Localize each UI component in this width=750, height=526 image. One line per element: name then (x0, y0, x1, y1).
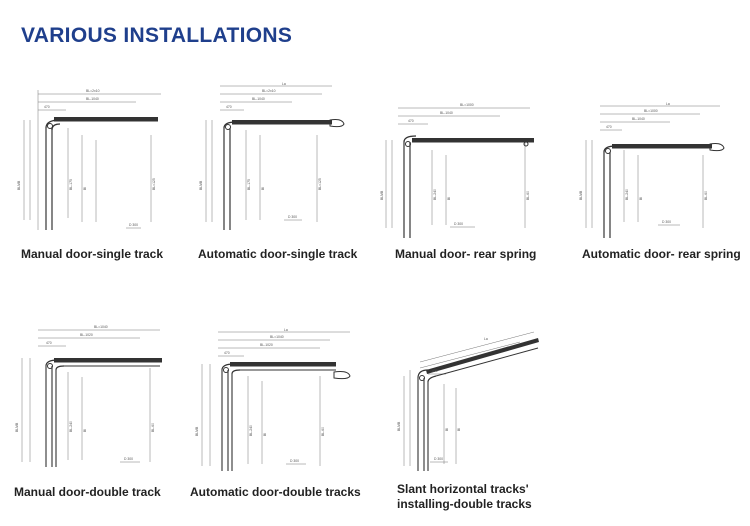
dim-top-2: BL-1020 (260, 343, 273, 347)
dim-left: BLMB (397, 421, 401, 431)
dim-side: 470 (224, 351, 230, 355)
installation-manual-double-track: BL=1040 BL-1020 470 BLMB BL-240 Bl BL-60… (10, 322, 190, 472)
dim-left: BLMB (579, 190, 583, 200)
dim-h2: Bl (457, 428, 461, 431)
diagram-manual-double-track: BL=1040 BL-1020 470 BLMB BL-240 Bl BL-60… (15, 325, 162, 467)
caption-line-1: Slant horizontal tracks' (397, 482, 529, 496)
dim-top-1: BL=1000 (644, 109, 658, 113)
diagram-automatic-rear-spring: La BL=1000 BL-1040 470 BLMB BL-240 Bl BL… (579, 102, 725, 238)
installation-manual-rear-spring: BL=1000 BL-1040 470 BLMB BL-240 Bl BL-60… (380, 100, 560, 240)
dim-h1: BL-240 (625, 189, 629, 200)
dim-h2: Bl (83, 187, 87, 190)
dim-h3: BL-60 (151, 423, 155, 432)
diagram-automatic-double-tracks: La BL=1040 BL-1020 470 BLMB BL-240 Bl BL… (195, 328, 351, 471)
dim-side: 470 (46, 341, 52, 345)
dim-left: BLMB (195, 426, 199, 436)
diagram-automatic-single-track: La BL=2x10 BL-1040 470 BLMB BL-175 Bl BL… (199, 82, 345, 230)
dim-foot: D 300 (124, 457, 133, 461)
dim-h2: Bl (447, 197, 451, 200)
dim-top-0: La (666, 102, 670, 106)
installation-automatic-double-tracks: La BL=1040 BL-1020 470 BLMB BL-240 Bl BL… (190, 326, 370, 471)
dim-h2: Bl (83, 429, 87, 432)
dim-left: BLMB (199, 180, 203, 190)
dim-h1: Bl (445, 428, 449, 431)
dim-left: BLMB (17, 180, 21, 190)
dim-h1: BL-240 (69, 421, 73, 432)
dim-side: 470 (432, 369, 438, 373)
dim-top-0: La (282, 82, 286, 86)
caption-manual-rear-spring: Manual door- rear spring (395, 247, 537, 261)
installation-manual-single-track: BL=2x10 BL-1040 470 BLMB BL-175 Bl BL=12… (16, 80, 196, 240)
dim-h2: Bl (639, 197, 643, 200)
dim-h3: BL=125 (318, 178, 322, 190)
dim-h1: BL-175 (69, 179, 73, 190)
dim-top-2: BL-1040 (252, 97, 265, 101)
dim-h2: Bl (261, 187, 265, 190)
dim-top-0: La (284, 328, 288, 332)
diagram-slant-horizontal-tracks: La 470 BLMB Bl Bl D 300 (397, 331, 539, 471)
installation-slant-horizontal-tracks: La 470 BLMB Bl Bl D 300 (388, 326, 568, 476)
diagram-manual-rear-spring: BL=1000 BL-1040 470 BLMB BL-240 Bl BL-60… (380, 103, 534, 238)
dim-top-2: BL-1040 (632, 117, 645, 121)
dim-top-1: BL=1040 (94, 325, 108, 329)
dim-foot: D 300 (454, 222, 463, 226)
dim-left: BLMB (15, 422, 19, 432)
dim-top-1: BL=1040 (270, 335, 284, 339)
dim-h1: BL-240 (433, 189, 437, 200)
dim-h3: BL-60 (704, 191, 708, 200)
dim-top-2: BL-1040 (440, 111, 453, 115)
dim-h1: BL-175 (247, 179, 251, 190)
caption-automatic-single-track: Automatic door-single track (198, 247, 358, 261)
installation-automatic-rear-spring: La BL=1000 BL-1040 470 BLMB BL-240 Bl BL… (570, 100, 750, 240)
dim-side: 470 (408, 119, 414, 123)
dim-top-1: BL=2x10 (262, 89, 276, 93)
dim-foot: D 300 (662, 220, 671, 224)
installation-automatic-single-track: La BL=2x10 BL-1040 470 BLMB BL-175 Bl BL… (192, 80, 372, 240)
dim-top-2: BL-1020 (80, 333, 93, 337)
caption-slant-horizontal-tracks: Slant horizontal tracks' installing-doub… (397, 482, 532, 512)
dim-h2: Bl (263, 433, 267, 436)
dim-foot: D 300 (290, 459, 299, 463)
diagram-manual-single-track: BL=2x10 BL-1040 470 BLMB BL-175 Bl BL=12… (17, 89, 161, 230)
dim-h1: BL-240 (249, 425, 253, 436)
page-title: VARIOUS INSTALLATIONS (21, 24, 293, 47)
dim-top-1: BL=2x10 (86, 89, 100, 93)
dim-foot: D 300 (434, 457, 443, 461)
dim-h3: BL=125 (152, 178, 156, 190)
caption-line-2: installing-double tracks (397, 497, 532, 511)
dim-h3: BL-60 (526, 191, 530, 200)
dim-left: BLMB (380, 190, 384, 200)
dim-side: 470 (226, 105, 232, 109)
dim-foot: D 300 (288, 215, 297, 219)
dim-h3: BL-60 (321, 427, 325, 436)
caption-automatic-rear-spring: Automatic door- rear spring (582, 247, 741, 261)
caption-manual-double-track: Manual door-double track (14, 485, 161, 499)
dim-side: 470 (44, 105, 50, 109)
dim-top-1: BL=1000 (460, 103, 474, 107)
dim-side: 470 (606, 125, 612, 129)
caption-manual-single-track: Manual door-single track (21, 247, 164, 261)
dim-top-2: BL-1040 (86, 97, 99, 101)
caption-automatic-double-tracks: Automatic door-double tracks (190, 485, 361, 499)
dim-top-0: La (484, 337, 488, 341)
dim-foot: D 300 (129, 223, 138, 227)
